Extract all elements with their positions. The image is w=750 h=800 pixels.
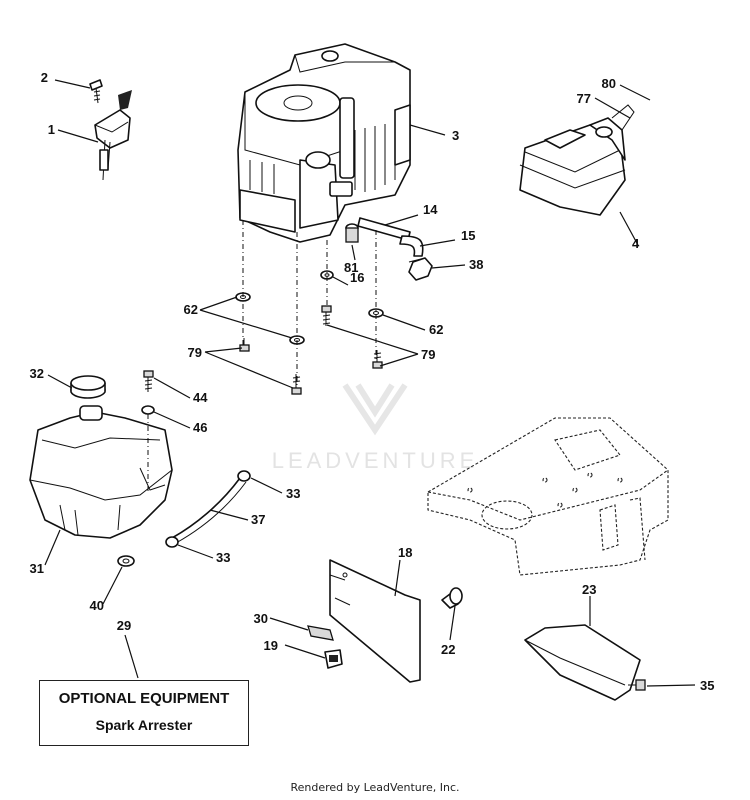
clamp-part-33-bottom[interactable]	[165, 536, 179, 548]
callout-2: 2	[41, 70, 48, 85]
callout-35: 35	[700, 678, 714, 693]
spark-arrester-label: Spark Arrester	[95, 717, 193, 733]
callout-1: 1	[48, 122, 55, 137]
clamp-part-33-top[interactable]	[237, 470, 251, 482]
screw-part-44[interactable]	[143, 370, 154, 392]
callout-79-right: 79	[421, 347, 435, 362]
callout-30: 30	[254, 611, 268, 626]
callout-15: 15	[461, 228, 475, 243]
throttle-control-part-1[interactable]	[94, 90, 132, 181]
callout-46: 46	[193, 420, 207, 435]
pad-part-30[interactable]	[307, 625, 334, 641]
callout-32: 32	[30, 366, 44, 381]
callout-19: 19	[264, 638, 278, 653]
bolt-part-79-a[interactable]	[321, 305, 332, 326]
washer-part-46[interactable]	[141, 405, 155, 415]
callout-38: 38	[469, 257, 483, 272]
callout-22: 22	[441, 642, 455, 657]
engine-part-3[interactable]	[237, 43, 411, 243]
screw-part-2[interactable]	[89, 79, 103, 104]
leader-lines	[44, 79, 696, 687]
callouts: 2 1 3 4 14 15 16 18 19 22 23 29 30 31 32…	[30, 70, 715, 693]
callout-81: 81	[344, 260, 358, 275]
optional-equipment-title: OPTIONAL EQUIPMENT	[58, 690, 230, 707]
bolt-part-79-b[interactable]	[239, 338, 250, 352]
bracket-part-19[interactable]	[324, 649, 343, 669]
callout-40: 40	[90, 598, 104, 613]
callout-3: 3	[452, 128, 459, 143]
callout-62-left: 62	[184, 302, 198, 317]
cover-part-23[interactable]	[524, 624, 641, 701]
callout-18: 18	[398, 545, 412, 560]
callout-33-top: 33	[286, 486, 300, 501]
fuel-cap-part-32[interactable]	[70, 375, 106, 399]
grommet-part-40[interactable]	[117, 555, 135, 567]
callout-16: 16	[350, 270, 364, 285]
elbow-part-15[interactable]	[399, 235, 424, 257]
footer-credit: Rendered by LeadVenture, Inc.	[290, 781, 460, 794]
callout-79-left: 79	[188, 345, 202, 360]
callout-29: 29	[117, 618, 131, 633]
callout-62-right: 62	[429, 322, 443, 337]
callout-23: 23	[582, 582, 596, 597]
fitting-part-81[interactable]	[345, 223, 359, 243]
frame-reference	[427, 417, 669, 576]
callout-37: 37	[251, 512, 265, 527]
optional-equipment-box: OPTIONAL EQUIPMENT Spark Arrester	[39, 680, 249, 746]
muffler-part-4[interactable]	[519, 104, 635, 216]
watermark-logo: LEADVENTURE	[272, 383, 479, 473]
knob-part-22[interactable]	[441, 587, 463, 609]
nut-part-38[interactable]	[408, 257, 433, 281]
callout-4: 4	[632, 236, 640, 251]
fuel-tank-part-31[interactable]	[29, 405, 173, 539]
callout-33-bottom: 33	[216, 550, 230, 565]
fuel-line-part-37[interactable]	[171, 477, 247, 544]
callout-44: 44	[193, 390, 208, 405]
watermark-text: LEADVENTURE	[272, 448, 479, 473]
callout-14: 14	[423, 202, 438, 217]
bolt-part-35[interactable]	[628, 679, 646, 691]
callout-77: 77	[577, 91, 591, 106]
callout-80: 80	[602, 76, 616, 91]
shield-part-18[interactable]	[329, 559, 421, 683]
callout-31: 31	[30, 561, 44, 576]
bolt-part-79-c[interactable]	[291, 374, 302, 395]
